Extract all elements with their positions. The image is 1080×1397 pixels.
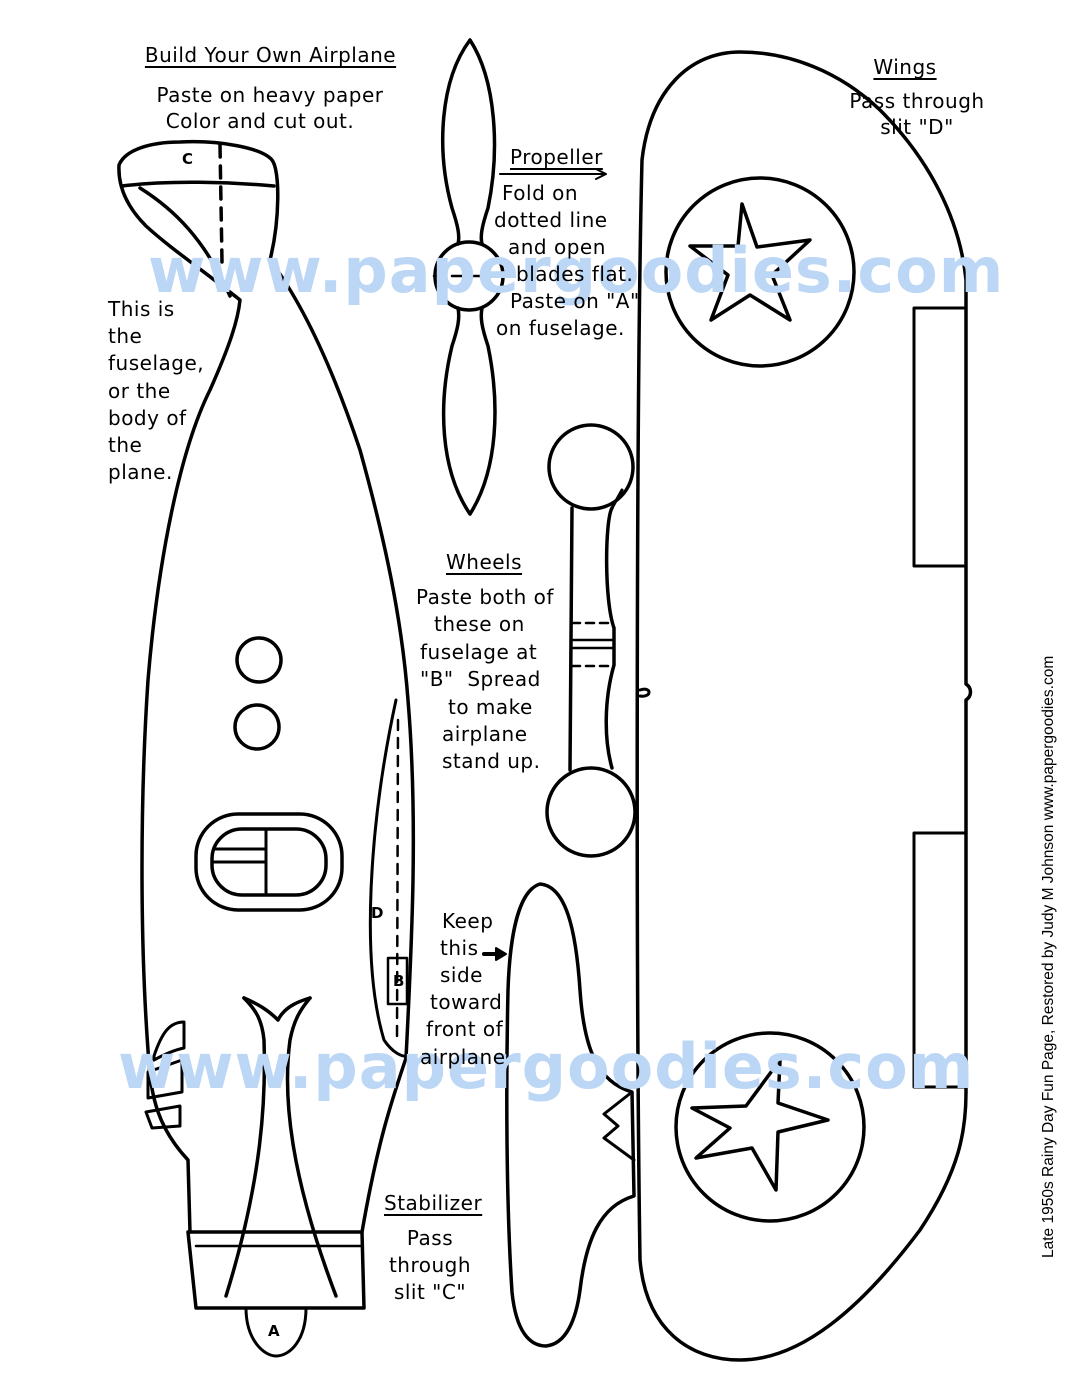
wheels-heading: Wheels <box>446 550 523 574</box>
stabilizer-cutout <box>505 882 636 1348</box>
fuselage-outline <box>117 139 416 1234</box>
fuselage-text-3: fuselage, <box>108 351 205 375</box>
wings-cutout <box>635 50 973 1362</box>
slit-d-dashed <box>395 718 400 1042</box>
wings-notch-left <box>638 687 651 698</box>
wheels-text-1: Paste both of <box>416 585 554 609</box>
fuselage-text-6: the <box>108 433 143 457</box>
wheels-text-5: to make <box>448 695 533 719</box>
star-bottom <box>690 1058 830 1192</box>
fuselage-window-line <box>138 186 232 298</box>
fuselage-text-2: the <box>108 324 143 348</box>
keep-text-3: side <box>440 963 483 987</box>
label-a: A <box>268 1322 280 1340</box>
fuselage-text-5: body of <box>108 406 187 430</box>
wings-text-1: Pass through <box>849 89 985 113</box>
cockpit-frame <box>212 827 268 897</box>
cockpit-window-outer <box>194 812 344 912</box>
rear-window-3 <box>144 1104 182 1130</box>
stabilizer-text-2: through <box>388 1253 472 1277</box>
propeller-text-2: dotted line <box>494 208 608 232</box>
stabilizer-text-3: slit "C" <box>393 1280 467 1304</box>
tail-fin-right <box>285 996 338 1298</box>
page-title: Build Your Own Airplane <box>144 43 397 67</box>
propeller-text-4: blades flat. <box>516 262 634 286</box>
rear-window-2 <box>146 1058 184 1100</box>
wings-heading: Wings <box>873 55 937 79</box>
wheels-text-2: these on <box>434 612 525 636</box>
fuselage-text-1: This is <box>108 297 175 321</box>
wing-slot-bottom <box>912 831 968 1089</box>
tail-fin-left <box>224 996 267 1298</box>
tab-a-outline <box>244 1306 308 1358</box>
wheel-fold-2 <box>570 638 614 650</box>
wheels-text-3: fuselage at <box>420 640 538 664</box>
propeller-text-3: and open <box>508 235 606 259</box>
stabilizer-text-1: Pass <box>406 1226 454 1250</box>
keep-text-4: toward <box>430 990 503 1014</box>
fuselage-text-4: or the <box>108 379 171 403</box>
wings-outline <box>635 50 973 1362</box>
intro-line-2: Color and cut out. <box>165 109 355 133</box>
slit-d-region <box>368 698 412 1058</box>
porthole-1 <box>235 636 283 684</box>
label-c: C <box>182 150 194 168</box>
stabilizer-heading: Stabilizer <box>384 1191 483 1215</box>
wheels-text-4: "B" Spread <box>420 667 541 691</box>
tail-box <box>186 1230 366 1310</box>
wheel-bottom <box>545 766 637 858</box>
wheel-top <box>547 423 635 511</box>
porthole-2 <box>233 703 281 751</box>
rear-window-1 <box>152 1020 186 1062</box>
label-b: B <box>393 972 405 990</box>
propeller-heading: Propeller <box>510 145 603 169</box>
propeller-cutout <box>432 38 508 516</box>
intro-line-1: Paste on heavy paper <box>156 83 384 107</box>
propeller-text-6: on fuselage. <box>496 316 625 340</box>
wing-slot-top <box>912 306 968 568</box>
wings-text-2: slit "D" <box>880 115 954 139</box>
keep-text-6: airplane <box>420 1045 506 1069</box>
wheels-cutout <box>545 423 637 858</box>
keep-side-arrowhead <box>495 947 507 961</box>
slit-c-dashed <box>218 143 224 264</box>
stabilizer-outline <box>505 882 636 1348</box>
star-top <box>688 202 812 322</box>
fuselage-cutout <box>117 139 416 1358</box>
propeller-heading-arrow <box>499 168 607 180</box>
fuselage-text-7: plane. <box>108 460 173 484</box>
tail-fin-top <box>242 996 312 1022</box>
propeller-blade-bottom <box>441 306 497 516</box>
insignia-top <box>664 176 856 368</box>
slot-b-box <box>386 956 409 1006</box>
wheels-text-7: stand up. <box>442 749 541 773</box>
keep-text-5: front of <box>426 1017 504 1041</box>
wheel-strut <box>568 506 616 772</box>
cockpit-window-inner <box>210 827 328 897</box>
credit-line: Late 1950s Rainy Day Fun Page, Restored … <box>1040 655 1057 1258</box>
stabilizer-notch <box>602 1090 636 1162</box>
propeller-text-1: Fold on <box>502 181 579 205</box>
keep-text-1: Keep <box>442 909 494 933</box>
keep-text-2: this <box>440 936 479 960</box>
insignia-bottom <box>674 1031 866 1223</box>
propeller-text-5: Paste on "A" <box>510 289 640 313</box>
propeller-blade-top <box>441 38 497 246</box>
label-d: D <box>371 904 384 922</box>
cockpit-top-fold <box>120 180 276 188</box>
wheels-text-6: airplane <box>442 722 528 746</box>
wheel-strut-right <box>610 488 624 510</box>
